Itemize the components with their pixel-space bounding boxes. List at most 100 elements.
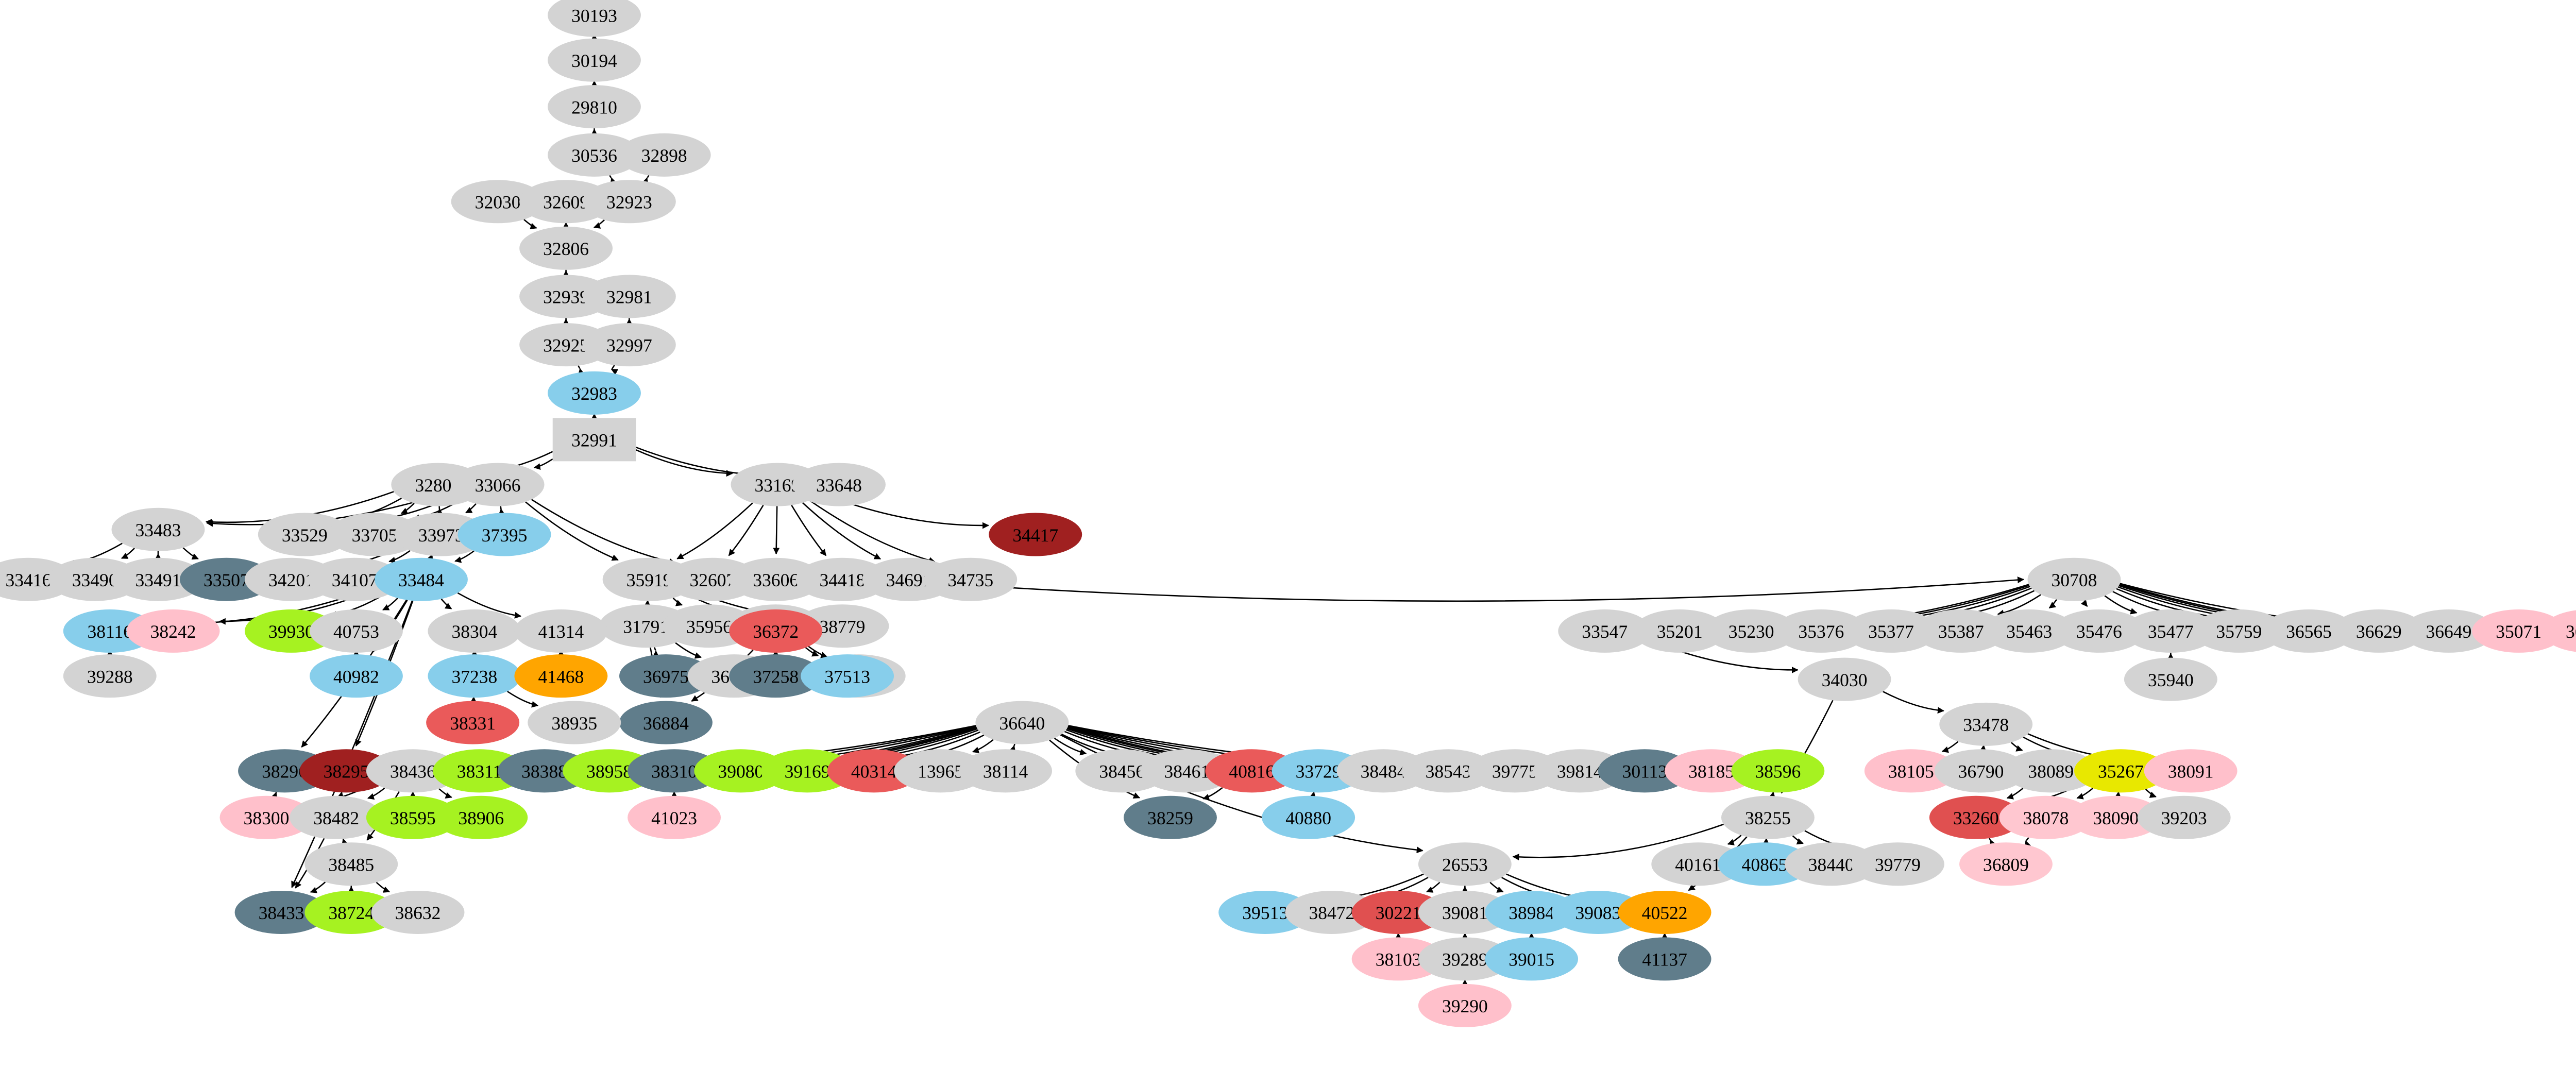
graph-node[interactable]: 32923 [582,180,676,224]
graph-node[interactable]: 26553 [1418,842,1512,886]
graph-node[interactable]: 36790 [1934,749,2028,793]
graph-node[interactable]: 39814 [1533,749,1626,793]
graph-node[interactable]: 38078 [1999,795,2093,839]
graph-node[interactable]: 33066 [451,463,545,506]
graph-node[interactable]: 36629 [2332,609,2426,653]
graph-node[interactable]: 39289 [1418,937,1512,981]
graph-node[interactable]: 39203 [2137,795,2231,839]
graph-node[interactable]: 38295 [299,749,393,793]
graph-node[interactable]: 38091 [2144,749,2238,793]
graph-node[interactable]: 39169 [760,749,854,793]
graph-node[interactable]: 38103 [1351,937,1445,981]
graph-node[interactable]: 38456 [1075,749,1169,793]
graph-node[interactable]: 40314 [827,749,921,793]
graph-node[interactable]: 35377 [1844,609,1938,653]
graph-node[interactable]: 40982 [309,654,403,698]
graph-node[interactable]: 37258 [729,654,823,698]
graph-node[interactable]: 33529 [258,513,351,556]
graph-node[interactable]: 35477 [2124,609,2217,653]
graph-node[interactable]: 35376 [1774,609,1868,653]
graph-node[interactable]: 41314 [514,609,608,653]
graph-node[interactable]: 33507 [179,557,273,601]
graph-node[interactable]: 39775 [1468,749,1562,793]
graph-node[interactable]: 41468 [514,654,608,698]
graph-node[interactable]: 36372 [729,609,823,653]
graph-node[interactable]: 39288 [63,654,157,698]
graph-node[interactable]: 32981 [582,275,676,318]
graph-node[interactable]: 36286 [2541,609,2576,653]
graph-node[interactable]: 41137 [1618,937,1711,981]
graph-node[interactable]: 34107 [308,557,401,601]
graph-node[interactable]: 34417 [989,513,1082,556]
graph-node[interactable]: 39290 [1418,983,1512,1027]
graph-node[interactable]: 33484 [374,557,468,601]
graph-node[interactable]: 39513 [1218,890,1312,934]
graph-node[interactable]: 38255 [1721,795,1815,839]
graph-node[interactable]: 36565 [2262,609,2356,653]
graph-node[interactable]: 39930 [244,609,338,653]
graph-node[interactable]: 38906 [434,795,528,839]
graph-node[interactable]: 30193 [548,0,641,37]
graph-node[interactable]: 32898 [617,133,711,177]
graph-node[interactable]: 38543 [1401,749,1495,793]
graph-node[interactable]: 38300 [219,795,313,839]
graph-node[interactable]: 38388 [498,749,591,793]
graph-node[interactable]: 38724 [304,890,398,934]
graph-node[interactable]: 13965 [894,749,988,793]
graph-node[interactable]: 35940 [2124,657,2217,701]
graph-node[interactable]: 39015 [1485,937,1579,981]
graph-node[interactable]: 40161 [1651,842,1745,886]
graph-node[interactable]: 38114 [959,749,1053,793]
graph-node[interactable]: 38596 [1731,749,1825,793]
graph-node[interactable]: 38089 [2004,749,2098,793]
graph-node[interactable]: 30708 [2027,557,2121,601]
graph-node[interactable]: 34735 [924,557,1018,601]
graph-node[interactable]: 37238 [428,654,521,698]
graph-node[interactable]: 33478 [1939,702,2033,746]
graph-node[interactable]: 38984 [1485,890,1579,934]
graph-node[interactable]: 39080 [694,749,788,793]
graph-node[interactable]: 40880 [1262,795,1355,839]
graph-node[interactable]: 39083 [1551,890,1645,934]
graph-node[interactable]: 29810 [548,85,641,129]
graph-node[interactable]: 40522 [1618,890,1711,934]
graph-node[interactable]: 35267 [2074,749,2167,793]
graph-node[interactable]: 33491 [111,557,205,601]
graph-node[interactable]: 30221 [1351,890,1445,934]
graph-node[interactable]: 35387 [1914,609,2008,653]
graph-node[interactable]: 39779 [1851,842,1944,886]
graph-node[interactable]: 30194 [548,38,641,82]
graph-node[interactable]: 36809 [1959,842,2053,886]
graph-node[interactable]: 38185 [1665,749,1758,793]
graph-node[interactable]: 39081 [1418,890,1512,934]
graph-node[interactable]: 38482 [290,795,383,839]
graph-node[interactable]: 33260 [1929,795,2023,839]
graph-node[interactable]: 41023 [628,795,721,839]
graph-node[interactable]: 32983 [548,371,641,415]
graph-node[interactable]: 38485 [304,842,398,886]
graph-node[interactable]: 38595 [366,795,460,839]
graph-node[interactable]: 38935 [528,701,621,744]
graph-node[interactable]: 38105 [1864,749,1958,793]
graph-node[interactable]: 35759 [2192,609,2286,653]
graph-node[interactable]: 38304 [428,609,521,653]
graph-node[interactable]: 38310 [628,749,721,793]
graph-node[interactable]: 35071 [2472,609,2566,653]
graph-node[interactable]: 40865 [1718,842,1811,886]
graph-node[interactable]: 38090 [2069,795,2163,839]
graph-node[interactable]: 36649 [2402,609,2496,653]
graph-node[interactable]: 38484 [1336,749,1430,793]
graph-node[interactable]: 36640 [975,701,1069,744]
graph-node[interactable]: 40816 [1205,749,1299,793]
graph-node[interactable]: 35463 [1982,609,2076,653]
graph-node[interactable]: 36884 [619,701,713,744]
graph-node[interactable]: 38311 [433,749,527,793]
graph-node[interactable]: 35201 [1633,609,1726,653]
graph-node[interactable]: 37513 [801,654,894,698]
graph-node[interactable]: 38433 [234,890,328,934]
graph-node[interactable]: 30536 [548,133,641,177]
graph-node[interactable]: 32997 [582,323,676,367]
graph-node[interactable]: 35476 [2052,609,2146,653]
graph-node[interactable]: 33483 [111,507,205,551]
